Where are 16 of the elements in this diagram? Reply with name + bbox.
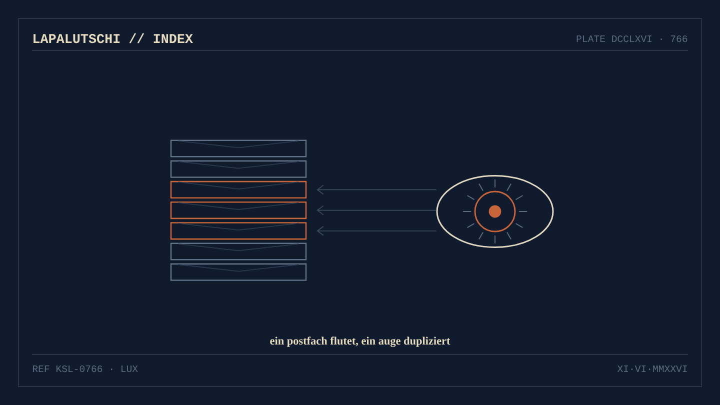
envelope (170, 222, 307, 240)
arrow (316, 184, 437, 195)
arrow (316, 226, 437, 236)
date-label: XI·VI·MMXXVI (617, 366, 687, 372)
title: LAPALUTSCHI // INDEX (34, 33, 193, 44)
envelope (170, 140, 307, 158)
envelope (170, 242, 307, 260)
eye-drawing (436, 175, 554, 248)
caption: ein postfach flutet, ein auge dupliziert (270, 336, 450, 347)
reference-label: REF KSL-0766 · LUX (32, 365, 138, 372)
envelope (170, 160, 307, 178)
envelope (170, 202, 307, 220)
arrow (316, 205, 437, 216)
plate-number: PLATE DCCLXVI · 766 (576, 35, 688, 42)
envelope (170, 180, 307, 198)
envelope (170, 263, 307, 281)
